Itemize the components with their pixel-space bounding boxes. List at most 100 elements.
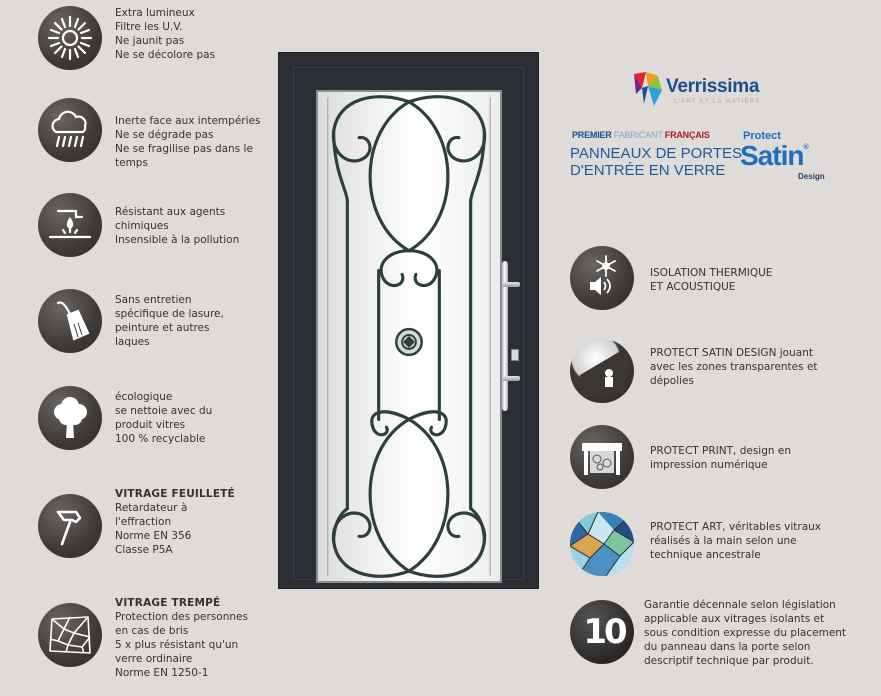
feature-line: PROTECT ART, véritables vitraux <box>650 521 822 533</box>
stained-glass-icon <box>570 512 634 576</box>
feature-line: descriptif technique par produit. <box>644 655 814 667</box>
door-lock <box>511 349 519 361</box>
feature-line: Ne se décolore pas <box>115 49 216 61</box>
feature-line: 100 % recyclable <box>115 433 206 445</box>
feature-line: Classe P5A <box>115 544 173 556</box>
feature-line: réalisés à la main selon une <box>650 535 797 547</box>
chemical-drop-icon <box>38 193 102 257</box>
feature-laminated: VITRAGE FEUILLETÉ Retardateur à l'effrac… <box>38 488 235 558</box>
feature-guarantee: 10 Garantie décennale selon législation … <box>570 598 846 668</box>
feature-text: PROTECT ART, véritables vitraux réalisés… <box>650 520 821 562</box>
feature-line: laques <box>115 336 150 348</box>
feature-line: Extra lumineux <box>115 7 195 19</box>
satin-panel-icon <box>570 339 634 403</box>
feature-line: écologique <box>115 391 173 403</box>
feature-line: Garantie décennale selon législation <box>644 599 836 611</box>
feature-line: se nettoie avec du <box>115 405 213 417</box>
printer-icon <box>570 425 634 489</box>
brand-name: Verrissima <box>666 76 760 97</box>
feature-maintenance: Sans entretien spécifique de lasure, pei… <box>38 289 224 353</box>
feature-line: PROTECT SATIN DESIGN jouant <box>650 347 813 359</box>
feature-line: impression numérique <box>650 459 768 471</box>
feature-tempered: VITRAGE TREMPÉ Protection des personnes … <box>38 597 248 680</box>
handle-mount-bottom <box>502 376 520 381</box>
rain-cloud-icon <box>38 98 102 162</box>
feature-text: Garantie décennale selon législation app… <box>644 598 846 668</box>
feature-title: VITRAGE TREMPÉ <box>115 597 221 609</box>
feature-line: Retardateur à <box>115 502 188 514</box>
feature-line: Ne se fragilise pas dans le <box>115 143 253 155</box>
feature-line: ET ACOUSTIQUE <box>650 281 736 293</box>
feature-line: ISOLATION THERMIQUE <box>650 267 773 279</box>
sun-icon <box>38 6 102 70</box>
verrissima-logo: Verrissima L'ART ET LA MATIÈRE <box>632 70 782 110</box>
premier-word: PREMIER <box>572 130 612 140</box>
design-label: Design <box>798 172 825 181</box>
feature-line: Norme EN 356 <box>115 530 192 542</box>
feature-line: Insensible à la pollution <box>115 234 240 246</box>
ten-years-icon: 10 <box>570 600 634 664</box>
panneaux-heading: PANNEAUX DE PORTES D'ENTRÉE EN VERRE <box>570 145 742 179</box>
verrissima-mark-icon <box>634 72 662 106</box>
snowflake-sound-icon <box>570 246 634 310</box>
handle-mount-top <box>502 282 520 287</box>
feature-line: spécifique de lasure, <box>115 308 224 320</box>
feature-text: écologique se nettoie avec du produit vi… <box>115 390 212 446</box>
feature-line: du panneau dans la porte selon <box>644 641 811 653</box>
feature-text: VITRAGE FEUILLETÉ Retardateur à l'effrac… <box>115 487 235 557</box>
feature-text: PROTECT PRINT, design en impression numé… <box>650 444 791 472</box>
feature-text: Sans entretien spécifique de lasure, pei… <box>115 293 224 349</box>
feature-line: Protection des personnes <box>115 611 248 623</box>
guarantee-badge: 10 <box>583 612 627 652</box>
feature-line: Résistant aux agents <box>115 206 226 218</box>
fabricant-word: FABRICANT <box>611 130 665 140</box>
feature-print: PROTECT PRINT, design en impression numé… <box>570 425 791 489</box>
protect-label: Protect <box>743 130 781 142</box>
satin-logo-text: Satin® <box>740 140 809 171</box>
feature-line: Inerte face aux intempéries <box>115 115 261 127</box>
feature-ecology: écologique se nettoie avec du produit vi… <box>38 386 212 450</box>
feature-chemical: Résistant aux agents chimiques Insensibl… <box>38 193 239 257</box>
feature-insulation: ISOLATION THERMIQUE ET ACOUSTIQUE <box>570 246 772 310</box>
feature-line: Norme EN 1250-1 <box>115 667 209 679</box>
feature-line: l'effraction <box>115 516 172 528</box>
tree-icon <box>38 386 102 450</box>
feature-line: sous condition expresse du placement <box>644 627 847 639</box>
paintbrush-icon <box>38 289 102 353</box>
feature-line: verre ordinaire <box>115 653 193 665</box>
feature-art: PROTECT ART, véritables vitraux réalisés… <box>570 512 821 576</box>
premier-fabricant: PREMIER FABRICANT FRANÇAIS <box>572 130 710 140</box>
glass-panel <box>316 90 502 583</box>
feature-line: en cas de bris <box>115 625 189 637</box>
door-handle <box>502 261 508 411</box>
feature-line: applicable aux vitrages isolants et <box>644 613 825 625</box>
feature-satin: PROTECT SATIN DESIGN jouant avec les zon… <box>570 339 818 403</box>
feature-line: Filtre les U.V. <box>115 21 183 33</box>
feature-title: VITRAGE FEUILLETÉ <box>115 488 235 500</box>
feature-line: PROTECT PRINT, design en <box>650 445 791 457</box>
feature-line: technique ancestrale <box>650 549 761 561</box>
feature-text: VITRAGE TREMPÉ Protection des personnes … <box>115 596 248 680</box>
feature-uv: Extra lumineux Filtre les U.V. Ne jaunit… <box>38 6 215 70</box>
feature-line: Sans entretien <box>115 294 192 306</box>
feature-line: produit vitres <box>115 419 186 431</box>
panneaux-line: PANNEAUX DE PORTES <box>570 145 742 162</box>
feature-text: Extra lumineux Filtre les U.V. Ne jaunit… <box>115 6 215 62</box>
feature-line: Ne jaunit pas <box>115 35 185 47</box>
feature-line: peinture et autres <box>115 322 210 334</box>
shattered-glass-icon <box>38 603 102 667</box>
feature-line: avec les zones transparentes et <box>650 361 818 373</box>
wrought-iron-pattern <box>327 95 491 578</box>
entry-door-illustration <box>278 52 539 589</box>
feature-text: PROTECT SATIN DESIGN jouant avec les zon… <box>650 346 818 388</box>
feature-line: temps <box>115 157 148 169</box>
feature-line: 5 x plus résistant qu'un <box>115 639 239 651</box>
feature-text: ISOLATION THERMIQUE ET ACOUSTIQUE <box>650 266 772 294</box>
satin-word: Satin <box>740 140 804 171</box>
francais-word: FRANÇAIS <box>664 130 710 140</box>
feature-weather: Inerte face aux intempéries Ne se dégrad… <box>38 98 260 170</box>
brand-tagline: L'ART ET LA MATIÈRE <box>674 99 761 105</box>
feature-text: Inerte face aux intempéries Ne se dégrad… <box>115 114 260 170</box>
feature-text: Résistant aux agents chimiques Insensibl… <box>115 205 239 247</box>
brand-block: Verrissima L'ART ET LA MATIÈRE PREMIER F… <box>570 70 860 190</box>
